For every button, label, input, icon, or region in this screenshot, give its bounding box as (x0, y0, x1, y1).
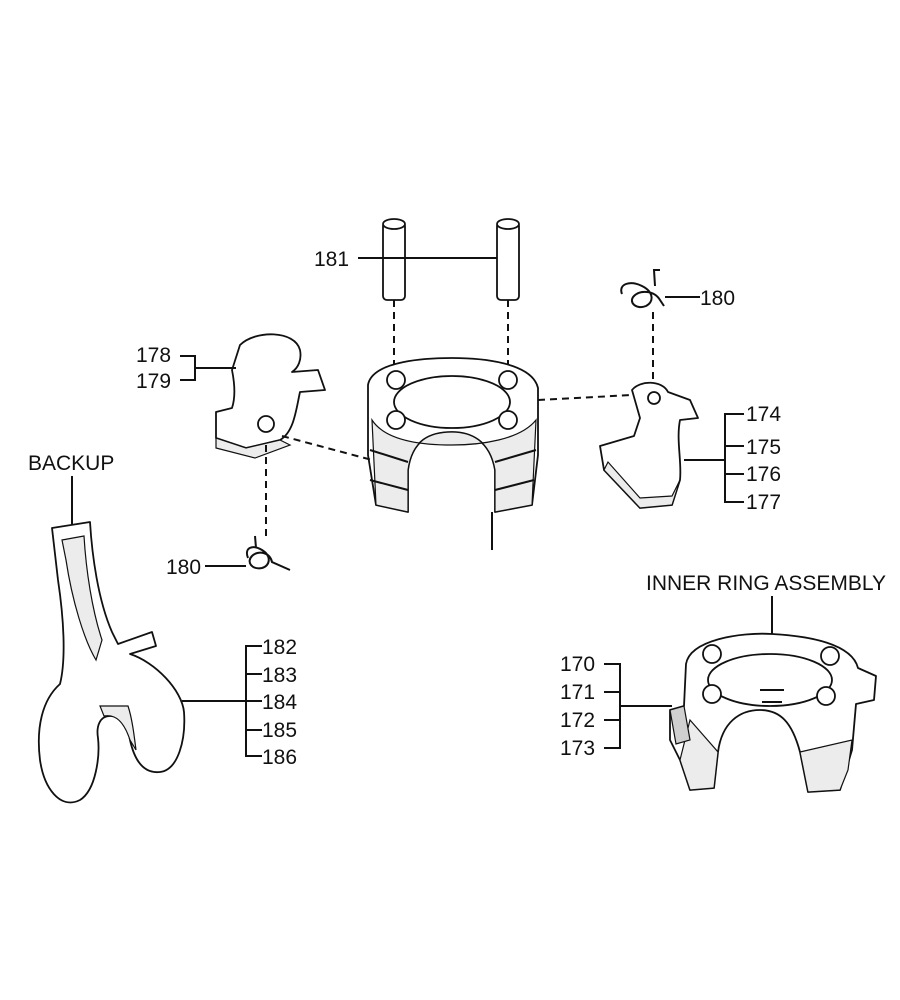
label-182: 182 (262, 636, 297, 659)
label-185: 185 (262, 719, 297, 742)
label-184: 184 (262, 691, 297, 714)
label-inner-ring-assembly: INNER RING ASSEMBLY (646, 572, 886, 595)
label-173: 173 (560, 737, 595, 760)
label-171: 171 (560, 681, 595, 704)
bracket-178-179 (180, 355, 196, 381)
label-174: 174 (746, 403, 781, 426)
label-175: 175 (746, 436, 781, 459)
label-177: 177 (746, 491, 781, 514)
label-172: 172 (560, 709, 595, 732)
dash-jaw-left-to-ring (281, 435, 373, 461)
label-180-bottom: 180 (166, 556, 201, 579)
jaw-174-177 (599, 381, 699, 509)
label-170: 170 (560, 653, 595, 676)
label-178: 178 (136, 344, 171, 367)
inner-ring-assembly (669, 632, 877, 793)
label-183: 183 (262, 664, 297, 687)
label-180-top: 180 (700, 287, 735, 310)
label-176: 176 (746, 463, 781, 486)
center-ring (367, 357, 539, 513)
label-186: 186 (262, 746, 297, 769)
bracket-174-177 (724, 413, 744, 503)
label-179: 179 (136, 370, 171, 393)
label-181: 181 (314, 248, 349, 271)
pin-181-left (382, 218, 406, 301)
dash-ring-to-jaw-right (537, 394, 633, 401)
spring-180-top (620, 269, 665, 308)
label-backup: BACKUP (28, 452, 114, 475)
backup-wrench (37, 521, 186, 804)
spring-180-bottom (246, 535, 291, 571)
bracket-170-173 (604, 663, 621, 749)
jaw-178-179 (215, 333, 326, 459)
pin-181-right (496, 218, 520, 301)
